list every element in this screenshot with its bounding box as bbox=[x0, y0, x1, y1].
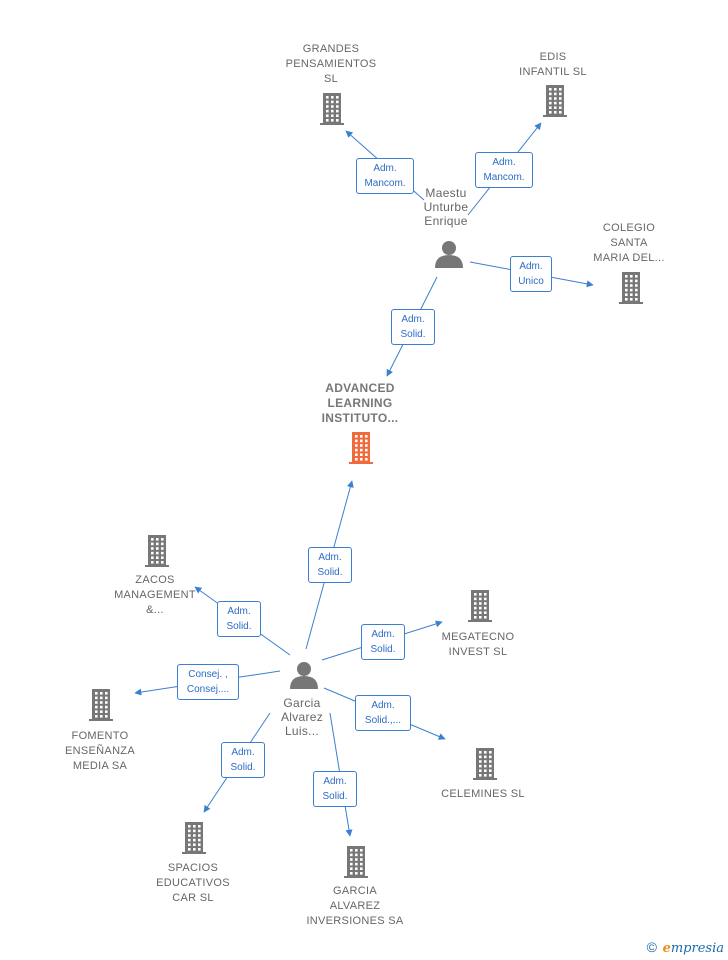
node-label-colegio-santa-maria[interactable]: COLEGIO SANTA MARIA DEL... bbox=[593, 222, 665, 264]
building-icon-colegio[interactable] bbox=[619, 272, 643, 304]
building-icon-zacos[interactable] bbox=[145, 535, 169, 567]
relation-garcia-spacios[interactable]: Adm. Solid. bbox=[221, 742, 265, 778]
person-icon-maestu[interactable] bbox=[435, 241, 463, 268]
building-icon-advanced[interactable] bbox=[349, 432, 373, 464]
relation-garcia-advanced[interactable]: Adm. Solid. bbox=[308, 547, 352, 583]
relation-garcia-celemines[interactable]: Adm. Solid.,... bbox=[355, 695, 411, 731]
building-icon-garcia-inv[interactable] bbox=[344, 846, 368, 878]
brand-initial: e bbox=[662, 941, 671, 956]
relation-maestu-colegio[interactable]: Adm. Unico bbox=[510, 256, 552, 292]
icons-layer bbox=[89, 85, 643, 878]
copyright-icon: © bbox=[646, 939, 657, 955]
node-label-edis-infantil[interactable]: EDIS INFANTIL SL bbox=[519, 51, 587, 78]
relation-garcia-zacos[interactable]: Adm. Solid. bbox=[217, 601, 261, 637]
node-label-fomento-ensenanza[interactable]: FOMENTO ENSEÑANZA MEDIA SA bbox=[65, 730, 135, 772]
node-label-advanced-learning[interactable]: ADVANCED LEARNING INSTITUTO... bbox=[321, 381, 399, 425]
brand-name: mpresia bbox=[670, 941, 724, 956]
node-label-garcia-alvarez-inversiones[interactable]: GARCIA ALVAREZ INVERSIONES SA bbox=[306, 885, 404, 927]
relation-garcia-fomento[interactable]: Consej. , Consej.... bbox=[177, 664, 239, 700]
person-icon-garcia[interactable] bbox=[290, 662, 318, 689]
building-icon-fomento[interactable] bbox=[89, 689, 113, 721]
building-icon-megatecno[interactable] bbox=[468, 590, 492, 622]
node-label-megatecno-invest[interactable]: MEGATECNO INVEST SL bbox=[441, 631, 515, 658]
relation-maestu-edis[interactable]: Adm. Mancom. bbox=[475, 152, 533, 188]
node-label-zacos-management[interactable]: ZACOS MANAGEMENT &... bbox=[114, 574, 196, 616]
relation-maestu-advanced[interactable]: Adm. Solid. bbox=[391, 309, 435, 345]
building-icon-spacios[interactable] bbox=[182, 822, 206, 854]
building-icon-celemines[interactable] bbox=[473, 748, 497, 780]
relation-garcia-megatecno[interactable]: Adm. Solid. bbox=[361, 624, 405, 660]
person-label-maestu-unturbe[interactable]: Maestu Unturbe Enrique bbox=[423, 186, 469, 228]
node-label-celemines[interactable]: CELEMINES SL bbox=[441, 788, 525, 800]
footer-brand[interactable]: © empresia bbox=[647, 939, 724, 956]
person-label-garcia-alvarez[interactable]: Garcia Alvarez Luis... bbox=[280, 696, 324, 738]
building-icon-edis[interactable] bbox=[543, 85, 567, 117]
node-label-spacios-educativos[interactable]: SPACIOS EDUCATIVOS CAR SL bbox=[156, 862, 230, 904]
relation-maestu-grandes[interactable]: Adm. Mancom. bbox=[356, 158, 414, 194]
relation-garcia-inversiones[interactable]: Adm. Solid. bbox=[313, 771, 357, 807]
node-label-grandes-pensamientos[interactable]: GRANDES PENSAMIENTOS SL bbox=[285, 43, 377, 85]
building-icon-grandes[interactable] bbox=[320, 93, 344, 125]
